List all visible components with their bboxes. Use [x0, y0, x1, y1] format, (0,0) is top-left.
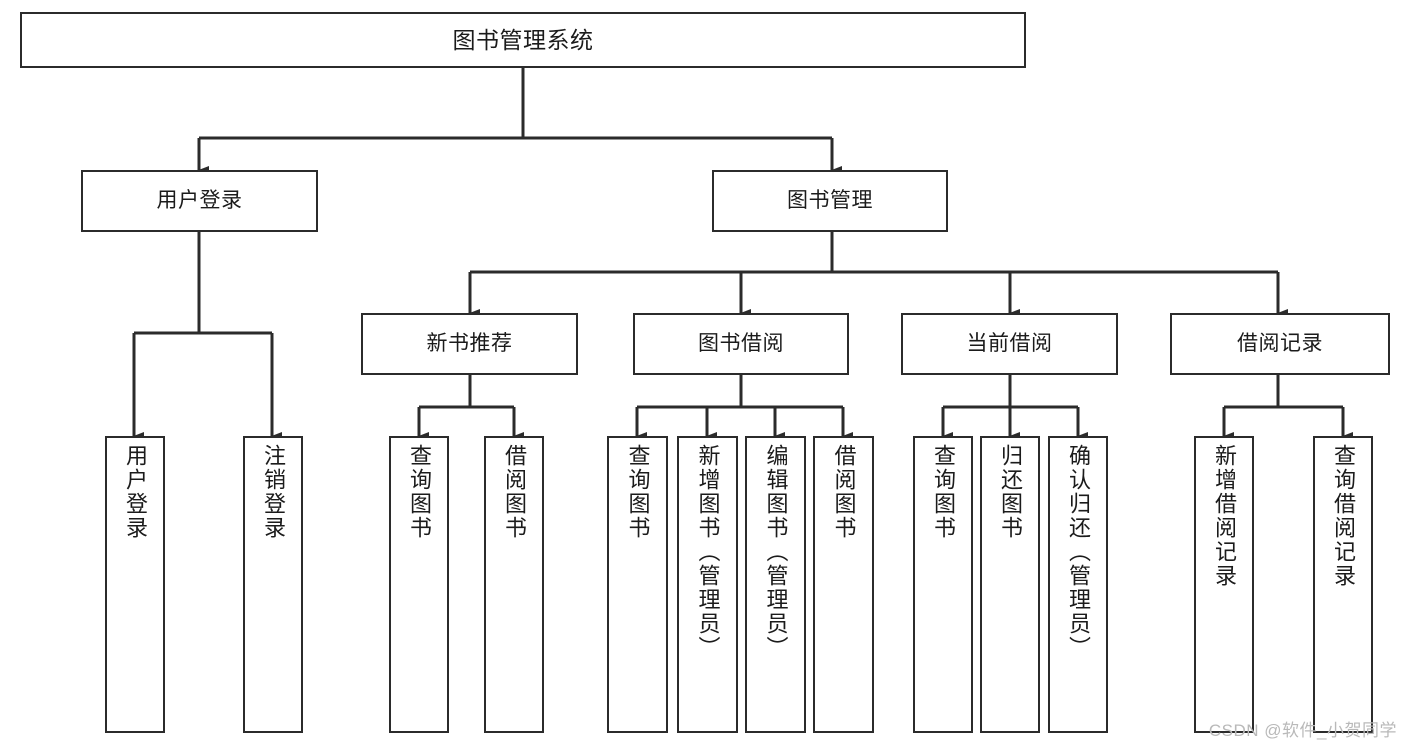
node-current-borrow-label: 当前借阅 [966, 331, 1053, 355]
node-user-login[interactable]: 用户登录 [81, 170, 318, 232]
node-leaf-add-borrow-record[interactable]: 新增借阅记录 [1194, 436, 1254, 733]
node-leaf-borrow-book-1-label: 借阅图书 [502, 444, 527, 540]
node-leaf-query-book-2[interactable]: 查询图书 [607, 436, 668, 733]
node-leaf-borrow-book-2-label: 借阅图书 [831, 444, 857, 540]
node-leaf-add-book-admin[interactable]: 新增图书（管理员） [677, 436, 738, 733]
node-leaf-query-book-3-label: 查询图书 [931, 444, 956, 540]
node-new-book-recommend-label: 新书推荐 [426, 331, 513, 355]
node-book-borrow[interactable]: 图书借阅 [633, 313, 849, 375]
node-new-book-recommend[interactable]: 新书推荐 [361, 313, 578, 375]
node-leaf-query-book-1[interactable]: 查询图书 [389, 436, 449, 733]
node-leaf-confirm-return-admin[interactable]: 确认归还（管理员） [1048, 436, 1108, 733]
node-leaf-edit-book-admin[interactable]: 编辑图书（管理员） [745, 436, 806, 733]
node-leaf-query-book-2-label: 查询图书 [625, 444, 651, 540]
node-leaf-add-book-admin-label: 新增图书（管理员） [695, 444, 721, 660]
node-book-manage[interactable]: 图书管理 [712, 170, 948, 232]
node-leaf-borrow-book-1[interactable]: 借阅图书 [484, 436, 544, 733]
node-borrow-record[interactable]: 借阅记录 [1170, 313, 1390, 375]
node-leaf-query-book-1-label: 查询图书 [407, 444, 432, 540]
node-leaf-logout-login-label: 注销登录 [261, 444, 286, 540]
node-leaf-query-borrow-record[interactable]: 查询借阅记录 [1313, 436, 1373, 733]
node-leaf-user-login[interactable]: 用户登录 [105, 436, 165, 733]
node-leaf-return-book[interactable]: 归还图书 [980, 436, 1040, 733]
node-title[interactable]: 图书管理系统 [20, 12, 1026, 68]
node-title-label: 图书管理系统 [452, 26, 594, 53]
node-leaf-confirm-return-admin-label: 确认归还（管理员） [1066, 444, 1091, 660]
node-book-manage-label: 图书管理 [787, 188, 873, 212]
node-leaf-borrow-book-2[interactable]: 借阅图书 [813, 436, 874, 733]
node-leaf-logout-login[interactable]: 注销登录 [243, 436, 303, 733]
node-leaf-return-book-label: 归还图书 [998, 444, 1023, 540]
node-leaf-edit-book-admin-label: 编辑图书（管理员） [763, 444, 789, 660]
node-leaf-user-login-label: 用户登录 [123, 444, 148, 540]
node-book-borrow-label: 图书借阅 [698, 331, 784, 355]
node-leaf-query-book-3[interactable]: 查询图书 [913, 436, 973, 733]
node-leaf-add-borrow-record-label: 新增借阅记录 [1212, 444, 1237, 588]
node-leaf-query-borrow-record-label: 查询借阅记录 [1331, 444, 1356, 588]
node-user-login-label: 用户登录 [156, 188, 243, 212]
node-current-borrow[interactable]: 当前借阅 [901, 313, 1118, 375]
node-borrow-record-label: 借阅记录 [1237, 331, 1323, 355]
